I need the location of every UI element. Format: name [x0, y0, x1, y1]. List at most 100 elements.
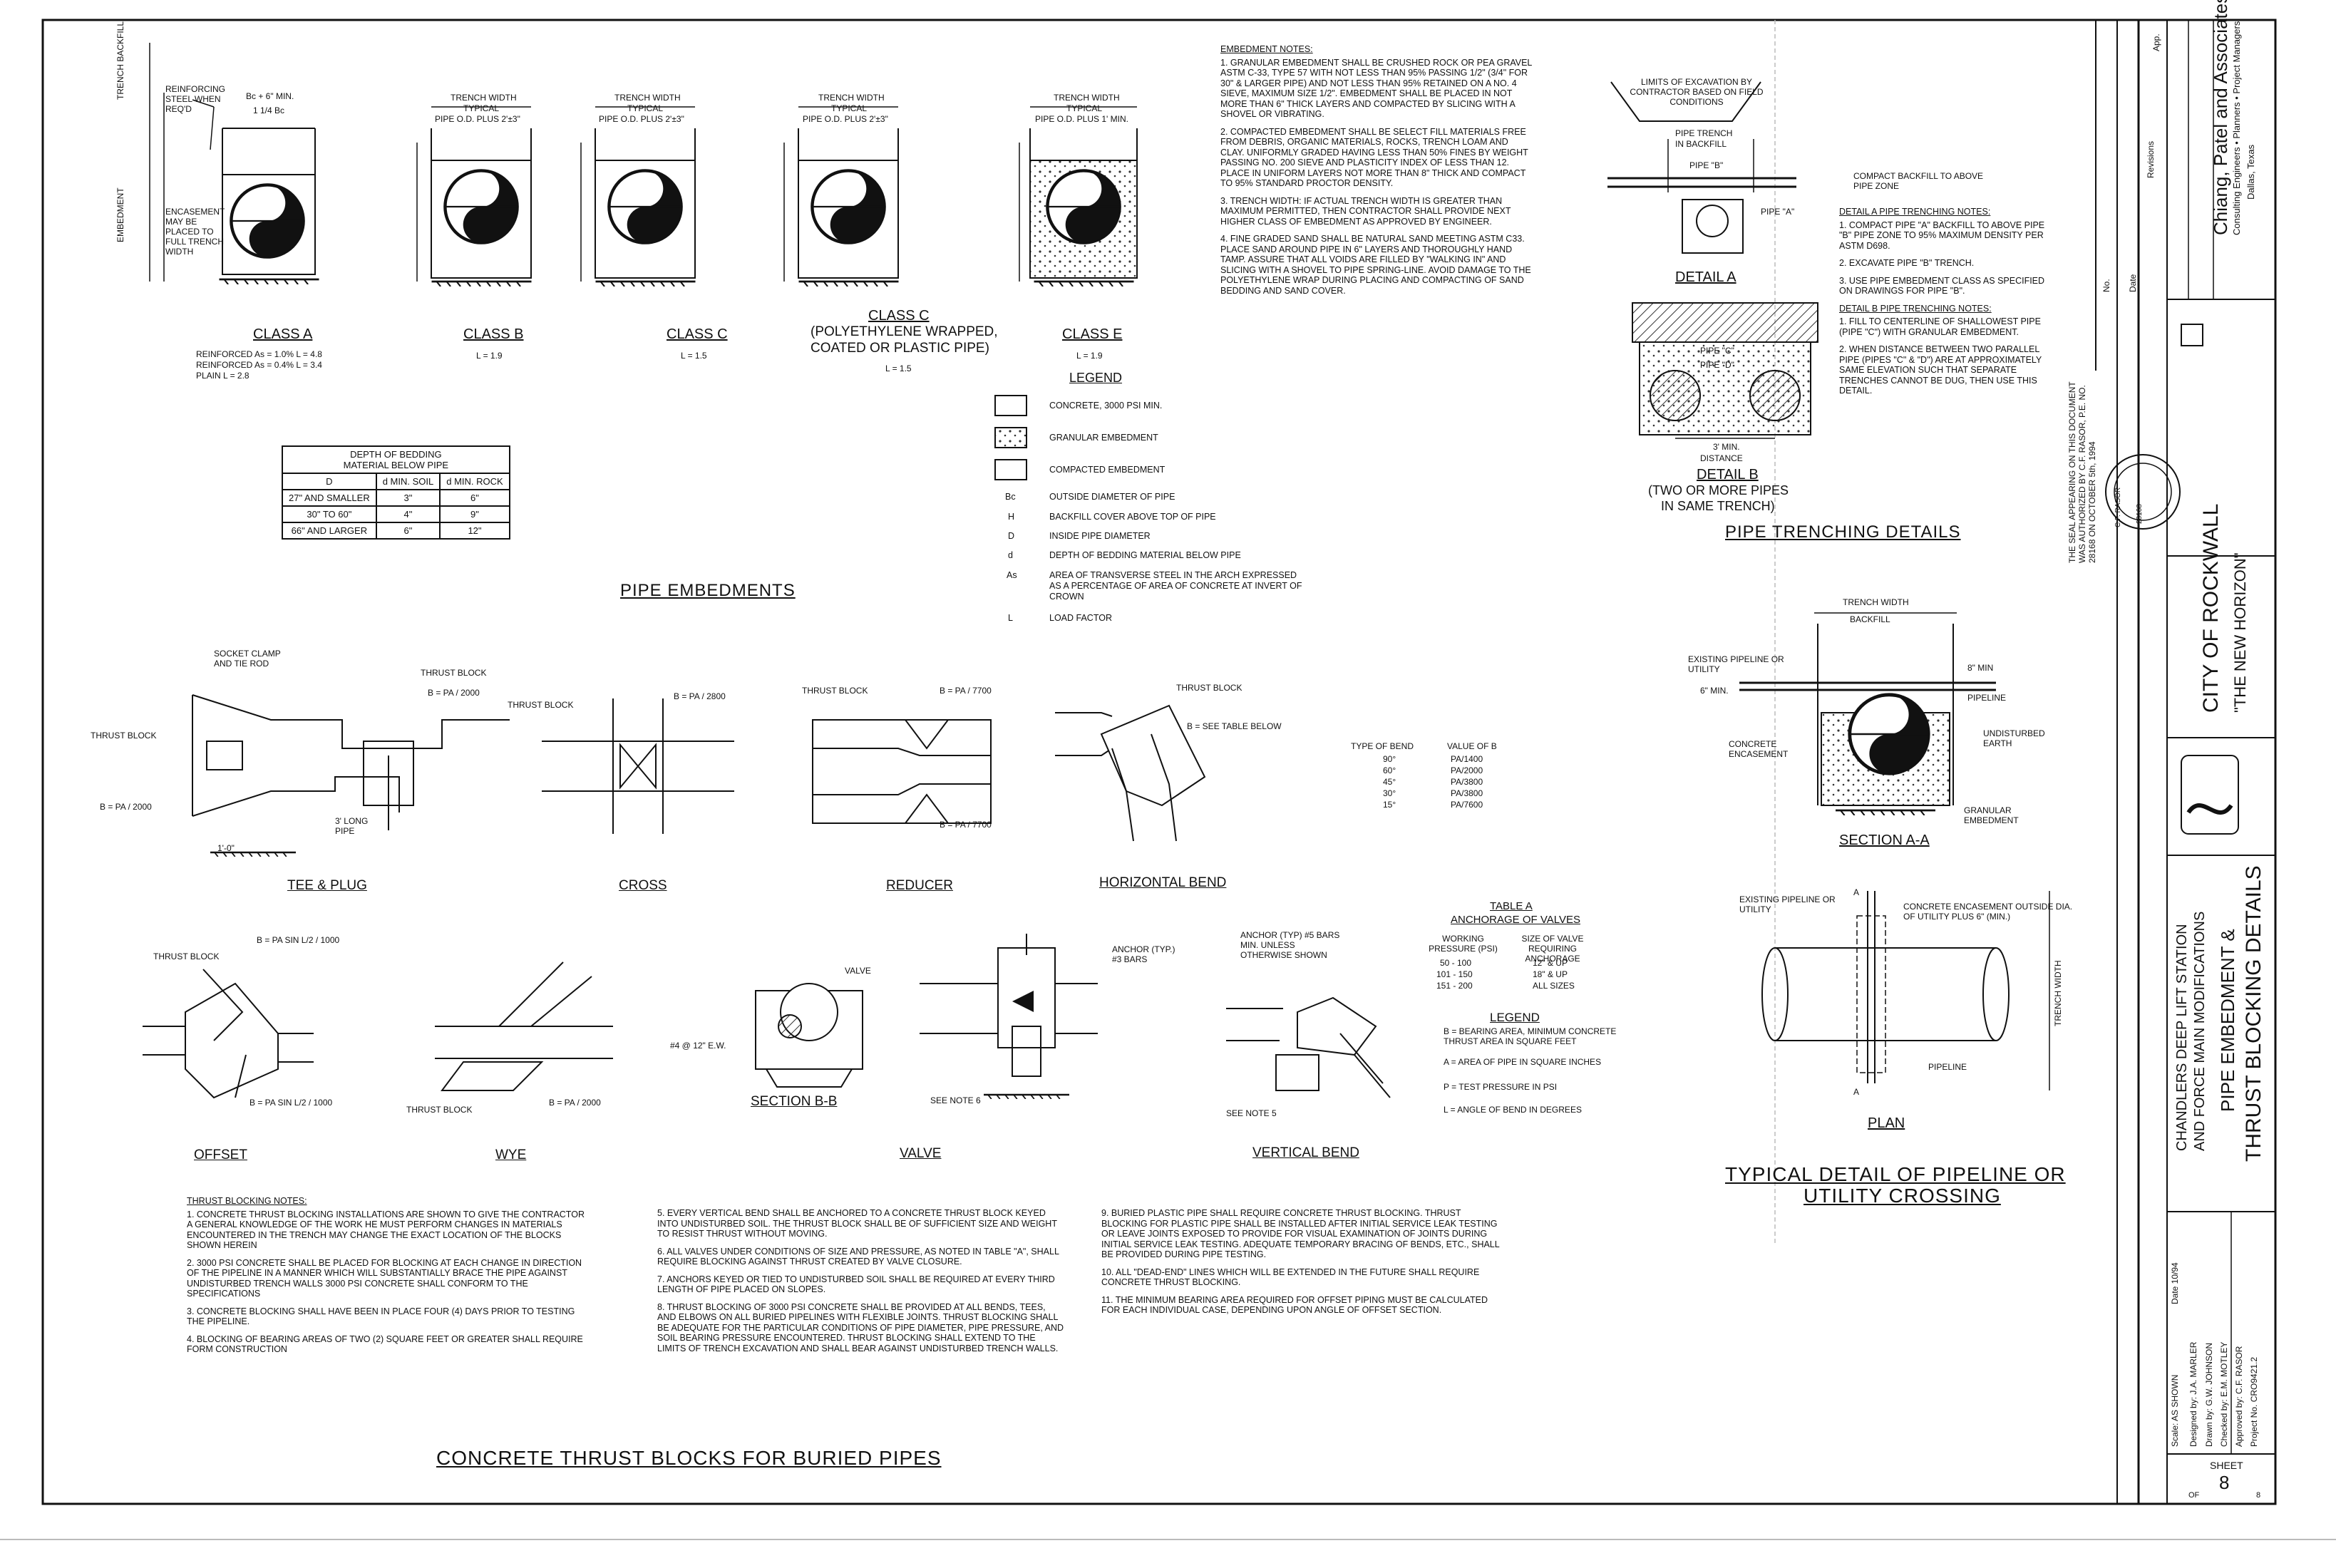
saa-granular: GRANULAR EMBEDMENT	[1964, 805, 2019, 825]
typical-e: TYPICAL	[1066, 103, 1103, 113]
pipe-od-c: PIPE O.D. PLUS 2'±3"	[599, 114, 684, 124]
legend-l: LOAD FACTOR	[1049, 613, 1112, 623]
plan-a-bottom: A	[1853, 1087, 1860, 1097]
plan-a-top: A	[1853, 887, 1860, 897]
saa-pipeline: PIPELINE	[1967, 693, 2007, 703]
detail-a-note: 1. COMPACT PIPE "A" BACKFILL TO ABOVE PI…	[1839, 220, 2045, 251]
typical-detail-title-2: UTILITY CROSSING	[1804, 1185, 2001, 1207]
hbend-thrust-block-label: THRUST BLOCK	[1176, 683, 1242, 693]
thrust-notes-col1: THRUST BLOCKING NOTES: 1. CONCRETE THRUS…	[187, 1196, 586, 1362]
class-e-l1: L = 1.9	[1076, 351, 1103, 361]
pipe-trench-label: PIPE TRENCH	[1675, 128, 1733, 138]
embedment-note: 3. TRENCH WIDTH: IF ACTUAL TRENCH WIDTH …	[1220, 195, 1511, 227]
trench-width-c: TRENCH WIDTH	[614, 93, 681, 103]
one-quarter-bc-label: 1 1/4 Bc	[253, 105, 285, 115]
label-reducer: REDUCER	[886, 878, 953, 893]
detail-a-note: 2. EXCAVATE PIPE "B" TRENCH.	[1839, 258, 1975, 268]
pipe-od-e: PIPE O.D. PLUS 1' MIN.	[1035, 114, 1128, 124]
plan-pipeline: PIPELINE	[1928, 1062, 1967, 1072]
thrust-note: 4. BLOCKING OF BEARING AREAS OF TWO (2) …	[187, 1334, 583, 1355]
tee-b-label: B = PA / 2000	[428, 688, 480, 698]
legend-sym-as: As	[1007, 570, 1017, 580]
typical-detail-title-1: TYPICAL DETAIL OF PIPELINE OR	[1725, 1163, 2066, 1185]
reducer-thrust-block-label: THRUST BLOCK	[802, 686, 868, 696]
thrust-note: 8. THRUST BLOCKING OF 3000 PSI CONCRETE …	[657, 1301, 1064, 1353]
class-e-title: CLASS E	[1062, 326, 1123, 342]
legend-title: LEGEND	[1069, 371, 1123, 385]
one-zero-label: 1'-0"	[217, 843, 235, 853]
bend-table-h2: VALUE OF B	[1447, 741, 1497, 751]
thrust-note: 2. 3000 PSI CONCRETE SHALL BE PLACED FOR…	[187, 1257, 582, 1299]
legend-sym-h: H	[1008, 512, 1015, 522]
thrust-note: 6. ALL VALVES UNDER CONDITIONS OF SIZE A…	[657, 1246, 1059, 1267]
saa-concrete-encasement: CONCRETE ENCASEMENT	[1729, 739, 1789, 759]
thrust-notes-col3: 9. BURIED PLASTIC PIPE SHALL REQUIRE CON…	[1101, 1208, 1501, 1323]
hbend-b-label: B = SEE TABLE BELOW	[1187, 721, 1282, 731]
legend-sym-l: L	[1008, 613, 1013, 623]
section-bb-drawing	[755, 983, 863, 1088]
legend-sym-bc: Bc	[1005, 492, 1016, 502]
bend-cell: PA/3800	[1451, 777, 1483, 787]
engineer-seal	[2105, 454, 2181, 530]
offset-thrust-block-label: THRUST BLOCK	[153, 951, 220, 961]
project-line-4: THRUST BLOCKING DETAILS	[2242, 865, 2265, 1162]
vertical-bend-drawing	[1226, 996, 1391, 1098]
bend-cell: 15°	[1383, 800, 1396, 810]
table-a-cell: 50 - 100	[1440, 958, 1472, 968]
legend-h: BACKFILL COVER ABOVE TOP OF PIPE	[1049, 512, 1216, 522]
checked-by: Checked by: E.M. MOTLEY	[2219, 1341, 2229, 1447]
class-a-l3: PLAIN L = 2.8	[196, 371, 249, 381]
class-e-detail	[1019, 106, 1138, 287]
embedment-note: 2. COMPACTED EMBEDMENT SHALL BE SELECT F…	[1220, 126, 1528, 189]
class-a-detail	[149, 43, 320, 284]
table-a-h1: WORKING PRESSURE (PSI)	[1429, 934, 1498, 954]
city-logo	[2181, 755, 2239, 835]
three-long-label: 3' LONG PIPE	[335, 816, 369, 836]
saa-six-min: 6" MIN.	[1700, 686, 1729, 696]
detail-a-drawing	[1607, 81, 1796, 254]
four-12-label: #4 @ 12" E.W.	[670, 1041, 726, 1051]
bend-cell: PA/1400	[1451, 754, 1483, 764]
label-valve: VALVE	[900, 1146, 942, 1161]
seal-name: C.F. RASOR	[2114, 487, 2122, 527]
detail-b-note: 1. FILL TO CENTERLINE OF SHALLOWEST PIPE…	[1839, 316, 2041, 337]
class-b-detail	[416, 106, 533, 287]
project-line-3: PIPE EMBEDMENT &	[2217, 929, 2238, 1112]
project-number: Project No. CRO9421.2	[2249, 1356, 2259, 1447]
encasement-note: ENCASEMENT MAY BE PLACED TO FULL TRENCH …	[165, 207, 225, 257]
legend-swatch-concrete	[994, 395, 1027, 416]
wye-drawing	[435, 961, 613, 1091]
legend-granular: GRANULAR EMBEDMENT	[1049, 433, 1158, 443]
offset-b-label-2: B = PA SIN L/2 / 1000	[249, 1098, 333, 1108]
reinforcing-steel-label: REINFORCING STEEL WHEN REQ'D	[165, 84, 225, 114]
thrust-notes-col2: 5. EVERY VERTICAL BEND SHALL BE ANCHORED…	[657, 1208, 1064, 1361]
concrete-thrust-blocks-title: CONCRETE THRUST BLOCKS FOR BURIED PIPES	[436, 1447, 942, 1469]
bend-cell: PA/2000	[1451, 765, 1483, 775]
table-a-legend-b: B = BEARING AREA, MINIMUM CONCRETE THRUS…	[1444, 1026, 1617, 1046]
class-c-wrapped-sub2: COATED OR PLASTIC PIPE)	[811, 341, 989, 356]
bc-6-min-label: Bc + 6" MIN.	[246, 91, 294, 101]
bedding-cell: 6"	[375, 522, 441, 540]
typical-cw: TYPICAL	[831, 103, 868, 113]
rev-app: App.	[2151, 33, 2161, 51]
detail-b-title: DETAIL B	[1697, 467, 1759, 483]
sheet-of-number: 8	[2256, 1491, 2261, 1500]
firm-city: Dallas, Texas	[2245, 144, 2256, 200]
reducer-drawing	[812, 719, 992, 824]
cross-b-label: B = PA / 2800	[674, 691, 726, 701]
wye-thrust-block-label: THRUST BLOCK	[406, 1105, 473, 1115]
valve-drawing	[920, 934, 1098, 1099]
class-c-wrapped-title: CLASS C	[868, 308, 930, 324]
approved-by: Approved by: C.F. RASOR	[2234, 1346, 2244, 1447]
thrust-note: 11. THE MINIMUM BEARING AREA REQUIRED FO…	[1101, 1294, 1488, 1316]
tee-b-label-2: B = PA / 2000	[100, 802, 152, 812]
plan-concrete-outside: CONCRETE ENCASEMENT OUTSIDE DIA. OF UTIL…	[1903, 902, 2073, 922]
valve-label: VALVE	[845, 966, 871, 976]
bedding-cell: 27" AND SMALLER	[282, 489, 377, 507]
label-horizontal-bend: HORIZONTAL BEND	[1099, 875, 1227, 890]
table-a-legend-l: L = ANGLE OF BEND IN DEGREES	[1444, 1105, 1582, 1115]
designed-by: Designed by: J.A. MARLER	[2188, 1341, 2198, 1447]
anchor-typ-label: ANCHOR (TYP.) #3 BARS	[1112, 944, 1175, 964]
bedding-cell: 9"	[439, 505, 510, 523]
section-aa-title: SECTION A-A	[1839, 832, 1930, 848]
